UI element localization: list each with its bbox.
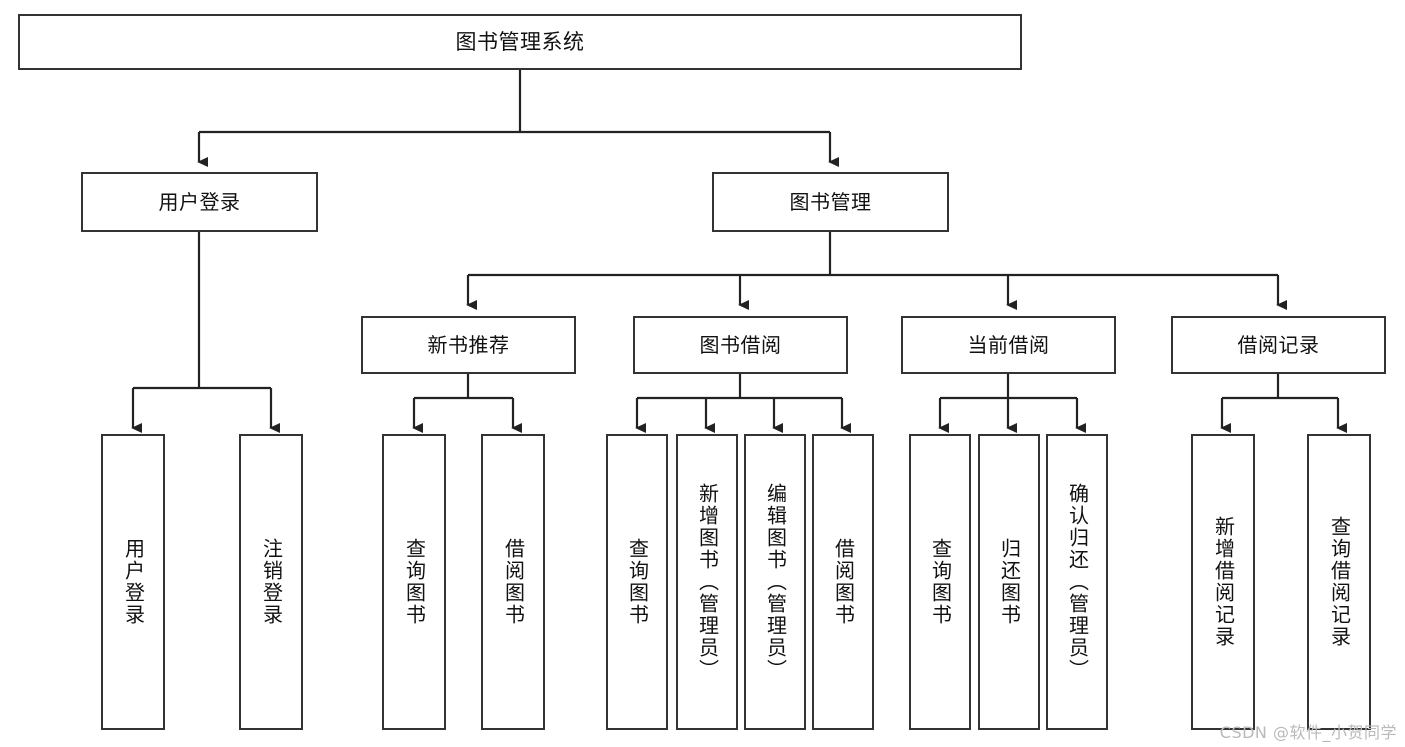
node-label: 新增借阅记录 (1211, 516, 1236, 648)
node-label: 借阅图书 (501, 538, 526, 626)
leaf-user-login[interactable]: 用户登录 (101, 434, 165, 730)
node-label: 新增图书（管理员） (695, 483, 720, 681)
node-book-management[interactable]: 图书管理 (712, 172, 949, 232)
node-label: 当前借阅 (967, 332, 1050, 357)
leaf-query-book-current[interactable]: 查询图书 (909, 434, 971, 730)
node-root-system[interactable]: 图书管理系统 (18, 14, 1022, 70)
node-current-borrow[interactable]: 当前借阅 (901, 316, 1116, 374)
leaf-borrow-book-recommend[interactable]: 借阅图书 (481, 434, 545, 730)
leaf-query-book-borrow[interactable]: 查询图书 (606, 434, 668, 730)
leaf-add-borrow-record[interactable]: 新增借阅记录 (1191, 434, 1255, 730)
leaf-return-book[interactable]: 归还图书 (978, 434, 1040, 730)
leaf-query-borrow-record[interactable]: 查询借阅记录 (1307, 434, 1371, 730)
node-label: 图书借阅 (699, 332, 782, 357)
node-label: 借阅图书 (831, 538, 856, 626)
leaf-confirm-return-admin[interactable]: 确认归还（管理员） (1046, 434, 1108, 730)
node-label: 用户登录 (121, 538, 146, 626)
node-label: 图书管理系统 (455, 29, 585, 54)
leaf-add-book-admin[interactable]: 新增图书（管理员） (676, 434, 738, 730)
node-label: 查询图书 (625, 538, 650, 626)
leaf-logout-login[interactable]: 注销登录 (239, 434, 303, 730)
leaf-borrow-book[interactable]: 借阅图书 (812, 434, 874, 730)
node-label: 归还图书 (997, 538, 1022, 626)
node-user-login[interactable]: 用户登录 (81, 172, 318, 232)
node-label: 查询图书 (928, 538, 953, 626)
node-label: 图书管理 (789, 189, 872, 214)
node-label: 编辑图书（管理员） (763, 483, 788, 681)
node-book-borrow[interactable]: 图书借阅 (633, 316, 848, 374)
node-label: 确认归还（管理员） (1065, 483, 1090, 681)
watermark-text: CSDN @软件_小贺同学 (1219, 723, 1397, 742)
leaf-query-book-recommend[interactable]: 查询图书 (382, 434, 446, 730)
node-label: 用户登录 (158, 189, 241, 214)
node-borrow-records[interactable]: 借阅记录 (1171, 316, 1386, 374)
node-label: 新书推荐 (427, 332, 510, 357)
node-label: 查询图书 (402, 538, 427, 626)
leaf-edit-book-admin[interactable]: 编辑图书（管理员） (744, 434, 806, 730)
node-new-book-recommend[interactable]: 新书推荐 (361, 316, 576, 374)
node-label: 查询借阅记录 (1327, 516, 1352, 648)
node-label: 借阅记录 (1237, 332, 1320, 357)
node-label: 注销登录 (259, 538, 284, 626)
